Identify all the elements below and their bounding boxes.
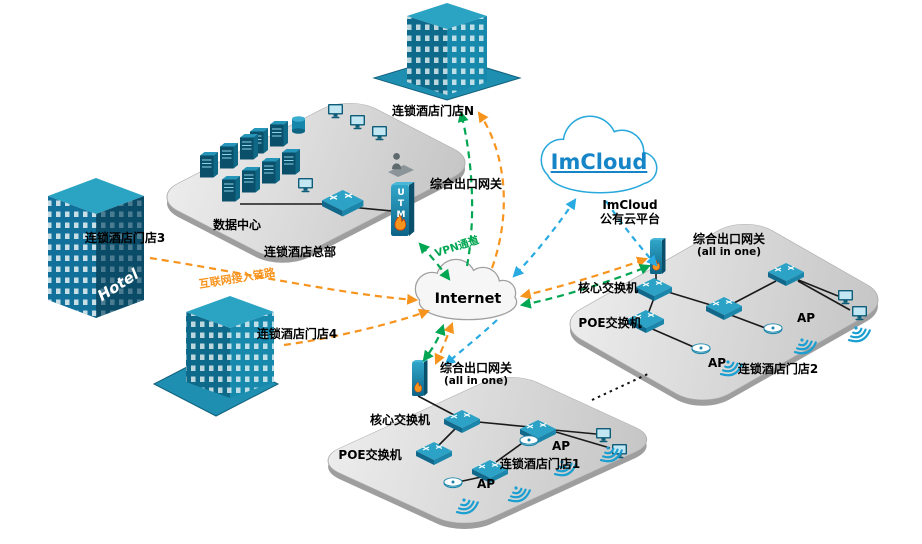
- store-4-label: 连锁酒店门店4: [256, 327, 338, 341]
- branch2-gateway-label: 综合出口网关 (all in one): [693, 232, 765, 259]
- utm-label: UTM: [396, 188, 406, 221]
- branch1-gateway-line2: (all in one): [443, 375, 509, 388]
- branch2-gateway-line2: (all in one): [696, 246, 762, 259]
- imcloud-caption: ImCloud 公有云平台: [600, 198, 660, 227]
- hq-datacenter-devices: [199, 104, 415, 237]
- branch1-ap-lower-label: AP: [477, 477, 496, 491]
- server-rack-icon: [261, 157, 281, 184]
- cloud-link-internet: [512, 198, 577, 278]
- branch2-core-label: 核心交换机: [577, 281, 639, 295]
- cloud-link-branch1: [444, 319, 498, 366]
- store-4-building: [186, 296, 274, 398]
- store-n-label: 连锁酒店门店N: [391, 104, 475, 118]
- hq-label: 连锁酒店总部: [263, 245, 337, 259]
- imcloud-caption-line1: ImCloud: [602, 198, 658, 212]
- branch2-ap-upper-label: AP: [797, 311, 816, 325]
- vpn-link-branch2: [519, 264, 652, 309]
- internet-label: Internet: [434, 291, 502, 307]
- hq-gateway-label: 综合出口网关: [430, 177, 503, 191]
- hq-platform: [166, 102, 466, 263]
- imcloud-caption-line2: 公有云平台: [599, 212, 661, 227]
- branch1-ap-lower-icon: [443, 477, 463, 489]
- branch-interconnect-dotted-line: [591, 372, 651, 401]
- branch2-gateway-line1: 综合出口网关: [692, 232, 766, 246]
- server-rack-icon: [241, 166, 261, 193]
- branch1-gateway-icon: [411, 359, 428, 397]
- server-rack-icon: [281, 148, 301, 175]
- branch2-poe-label: POE交换机: [578, 316, 642, 330]
- branch2-name-label: 连锁酒店门店2: [737, 362, 819, 376]
- vpn-link-branch1: [422, 323, 446, 362]
- branch2-gateway-icon: [649, 237, 666, 275]
- branch1-gateway-label: 综合出口网关 (all in one): [440, 361, 512, 388]
- branch1-gateway-line1: 综合出口网关: [439, 361, 513, 375]
- database-icon: [292, 116, 305, 134]
- imcloud-title: ImCloud: [550, 150, 648, 174]
- access-link-store3: [149, 256, 419, 305]
- branch1-platform: [327, 377, 648, 529]
- access-link-storeN: [477, 111, 505, 269]
- branch2-ap-upper-icon: [763, 323, 783, 335]
- server-rack-icon: [239, 133, 259, 160]
- branch1-ap-upper-icon: [519, 435, 539, 447]
- branch2-ap-lower-icon: [691, 343, 711, 355]
- datacenter-label: 数据中心: [212, 218, 262, 232]
- vpn-link-hq: [418, 242, 451, 281]
- server-rack-icon: [269, 120, 289, 147]
- internet-cloud: [414, 258, 518, 321]
- branch1-ap-upper-label: AP: [552, 439, 571, 453]
- branch1-name-label: 连锁酒店门店1: [499, 457, 581, 471]
- server-rack-icon: [221, 175, 241, 202]
- branch1-poe-label: POE交换机: [338, 448, 402, 462]
- access-link-branch1: [434, 321, 454, 365]
- branch2-lan-lines: [647, 274, 851, 349]
- server-rack-icon: [199, 151, 219, 178]
- server-rack-icon: [219, 142, 239, 169]
- branch2-ap-lower-label: AP: [708, 356, 727, 370]
- store-3-label: 连锁酒店门店3: [84, 231, 166, 245]
- access-link-store4: [283, 308, 431, 347]
- desk-icon: [388, 165, 414, 177]
- store-n-building: [407, 3, 487, 95]
- store-3-building: [48, 178, 144, 318]
- branch1-core-label: 核心交换机: [369, 413, 431, 427]
- imcloud-cloud: [540, 115, 658, 194]
